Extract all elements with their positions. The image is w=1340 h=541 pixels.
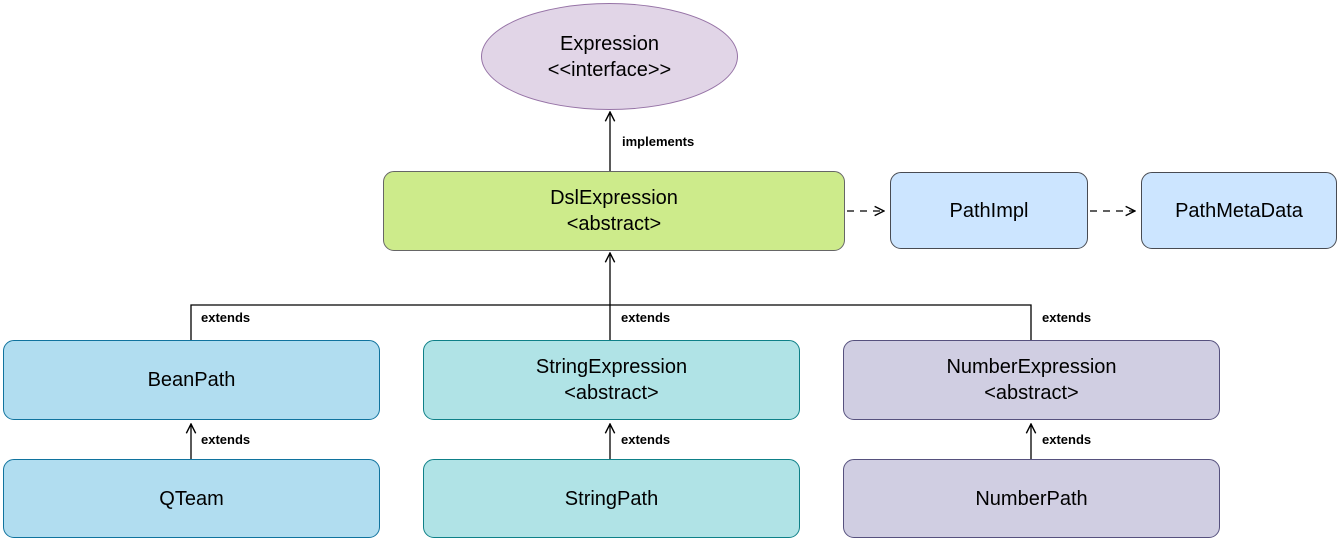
node-title: NumberPath <box>975 487 1088 510</box>
node-title: BeanPath <box>147 369 236 391</box>
edge-label-extends-qteam: extends <box>198 432 254 447</box>
node-title: StringPath <box>564 487 659 510</box>
edge-label-implements: implements <box>619 134 698 149</box>
edge-label-extends-numberpath: extends <box>1039 432 1095 447</box>
node-stereotype: <abstract> <box>564 382 659 404</box>
edge-label-extends-stringexpression: extends <box>618 310 674 325</box>
edge-label-extends-stringpath: extends <box>618 432 674 447</box>
edge-label-extends-beanpath: extends <box>198 310 254 325</box>
node-title: QTeam <box>159 487 224 510</box>
node-title: DslExpression <box>550 187 678 209</box>
node-stereotype: <<interface>> <box>547 58 672 81</box>
class-node-stringpath[interactable]: StringPath <box>423 459 800 538</box>
edge-extends-branches <box>190 304 1032 340</box>
node-title: Expression <box>560 32 659 55</box>
class-node-pathmetadata[interactable]: PathMetaData <box>1141 172 1337 249</box>
class-node-numberexpression[interactable]: NumberExpression <abstract> <box>843 340 1220 420</box>
node-title: PathMetaData <box>1175 199 1303 222</box>
class-node-pathimpl[interactable]: PathImpl <box>890 172 1088 249</box>
class-node-numberpath[interactable]: NumberPath <box>843 459 1220 538</box>
edge-label-extends-numberexpression: extends <box>1039 310 1095 325</box>
node-title: StringExpression <box>535 356 688 378</box>
interface-node-expression[interactable]: Expression <<interface>> <box>481 3 738 110</box>
node-stereotype: <abstract> <box>984 382 1079 404</box>
class-node-qteam[interactable]: QTeam <box>3 459 380 538</box>
node-title: NumberExpression <box>946 356 1117 378</box>
class-node-beanpath[interactable]: BeanPath <box>3 340 380 420</box>
class-node-dslexpression[interactable]: DslExpression <abstract> <box>383 171 845 251</box>
class-node-stringexpression[interactable]: StringExpression <abstract> <box>423 340 800 420</box>
node-title: PathImpl <box>949 199 1029 222</box>
node-stereotype: <abstract> <box>566 213 662 235</box>
